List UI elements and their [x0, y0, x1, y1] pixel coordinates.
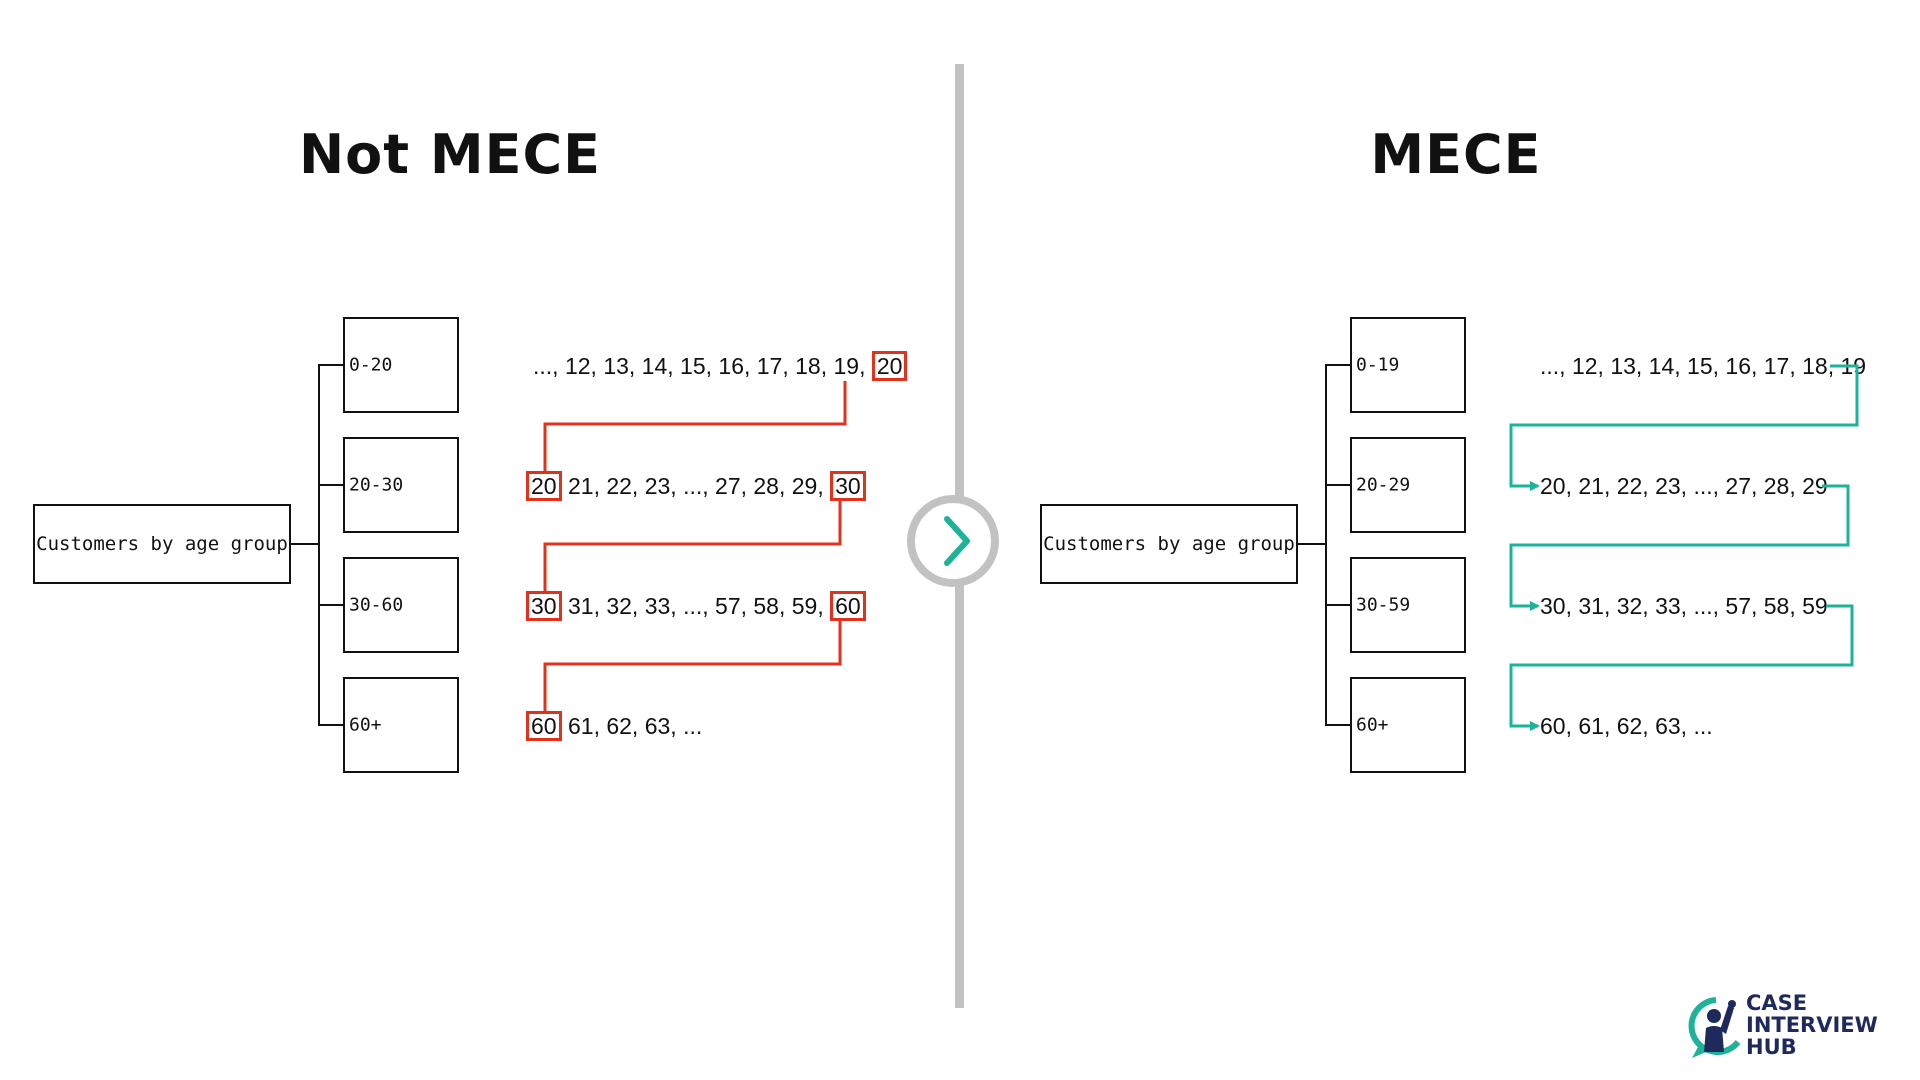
left-root-connector [291, 543, 319, 545]
overlap-connector-3 [543, 621, 842, 711]
logo-line: HUB [1746, 1035, 1797, 1059]
left-branch-2 [318, 484, 344, 486]
sequence-text: 61, 62, 63, ... [561, 713, 703, 739]
left-group-label: 60+ [349, 714, 382, 736]
sequence-text: ..., 12, 13, 14, 15, 16, 17, 18, 19, [533, 353, 872, 379]
right-group-label: 60+ [1356, 714, 1389, 736]
right-tree-spine [1325, 364, 1327, 725]
left-root-label: Customers by age group [36, 533, 288, 555]
overlap-highlight: 60 [830, 591, 866, 621]
left-group-label: 20-30 [349, 474, 404, 496]
overlap-highlight: 30 [830, 471, 866, 501]
logo-line: CASE [1746, 991, 1808, 1015]
flow-connector-2 [1509, 484, 1850, 611]
right-group-label: 30-59 [1356, 594, 1411, 616]
right-sequence-4: 60, 61, 62, 63, ... [1540, 713, 1713, 739]
logo-line: INTERVIEW [1746, 1013, 1878, 1037]
flow-connector-3 [1509, 604, 1854, 731]
mece-title: MECE [1370, 123, 1542, 186]
right-group-label: 0-19 [1356, 354, 1400, 376]
case-interview-hub-logo: CASE INTERVIEW HUB [1688, 992, 1908, 1062]
left-sequence-4: 60 61, 62, 63, ... [526, 711, 702, 741]
left-group-label: 0-20 [349, 354, 393, 376]
right-group-box-3: 30-59 [1350, 557, 1466, 653]
overlap-connector-1 [543, 381, 847, 471]
left-sequence-2: 20 21, 22, 23, ..., 27, 28, 29, 30 [526, 471, 866, 501]
right-sequence-3: 30, 31, 32, 33, ..., 57, 58, 59 [1540, 593, 1828, 619]
sequence-text: 21, 22, 23, ..., 27, 28, 29, [561, 473, 831, 499]
chevron-right-icon [944, 516, 970, 566]
left-group-box-3: 30-60 [343, 557, 459, 653]
flow-connector-1 [1509, 364, 1859, 491]
right-group-box-2: 20-29 [1350, 437, 1466, 533]
left-sequence-1: ..., 12, 13, 14, 15, 16, 17, 18, 19, 20 [533, 351, 908, 381]
right-group-box-1: 0-19 [1350, 317, 1466, 413]
overlap-highlight: 60 [526, 711, 562, 741]
right-group-label: 20-29 [1356, 474, 1411, 496]
not-mece-title: Not MECE [298, 123, 602, 186]
right-sequence-1: ..., 12, 13, 14, 15, 16, 17, 18, 19 [1540, 353, 1867, 379]
right-root-box: Customers by age group [1040, 504, 1298, 584]
left-group-box-4: 60+ [343, 677, 459, 773]
left-root-box: Customers by age group [33, 504, 291, 584]
overlap-highlight: 30 [526, 591, 562, 621]
left-group-box-2: 20-30 [343, 437, 459, 533]
overlap-highlight: 20 [871, 351, 908, 381]
right-root-label: Customers by age group [1043, 533, 1295, 555]
left-tree-spine [318, 364, 320, 725]
left-branch-4 [318, 724, 344, 726]
person-raising-hand-icon [1688, 997, 1741, 1058]
left-sequence-3: 30 31, 32, 33, ..., 57, 58, 59, 60 [526, 591, 866, 621]
center-arrow [907, 495, 999, 587]
right-branch-4 [1325, 724, 1351, 726]
left-branch-3 [318, 604, 344, 606]
overlap-highlight: 20 [526, 471, 562, 501]
right-sequence-2: 20, 21, 22, 23, ..., 27, 28, 29 [1540, 473, 1828, 499]
left-group-label: 30-60 [349, 594, 404, 616]
left-branch-1 [318, 364, 344, 366]
overlap-connector-2 [543, 501, 842, 591]
right-root-connector [1298, 543, 1326, 545]
sequence-text: 31, 32, 33, ..., 57, 58, 59, [561, 593, 831, 619]
logo-text: CASE INTERVIEW HUB [1746, 992, 1878, 1058]
right-branch-3 [1325, 604, 1351, 606]
right-branch-2 [1325, 484, 1351, 486]
right-group-box-4: 60+ [1350, 677, 1466, 773]
left-group-box-1: 0-20 [343, 317, 459, 413]
right-branch-1 [1325, 364, 1351, 366]
